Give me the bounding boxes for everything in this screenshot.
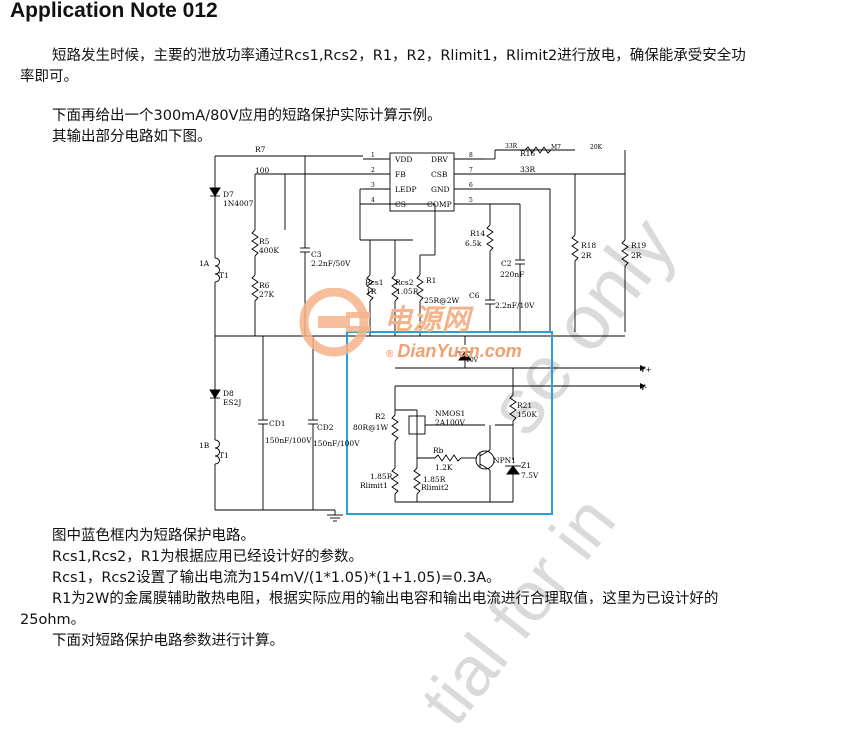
c3-label: C3 [311,250,322,259]
logo-url: DianYuan.com [397,341,522,361]
ic-pin2-label: FB [395,170,406,179]
r18-value: 2R [581,251,592,260]
d8-label: D8 [223,389,234,398]
intro-line-2: 率即可。 [20,69,78,85]
ic-pin6-label: GND [431,185,450,194]
r1-label: R1 [426,276,436,285]
vplus-label: V+ [639,365,652,374]
logo-chinese-text: 电源网 [384,303,472,336]
rlimit1-value: 1.85R [370,472,393,481]
rlimit1-label: Rlimit1 [360,481,388,490]
rcs1-label: Rcs1 [365,278,383,287]
ic-pin5-label: COMP [427,200,452,209]
t1b-label: 1B [199,441,210,450]
r14-value: 6.5k [465,239,482,248]
rlimit2-label: Rlimit2 [421,483,449,492]
protection-box [346,331,553,515]
r14-label: R14 [470,229,485,238]
cd2-label: CD2 [317,423,334,432]
body-line-3: Rcs1，Rcs2设置了输出电流为154mV/(1*1.05)*(1+1.05)… [52,570,501,586]
dianyuan-logo-icon [299,288,370,357]
r21-value: 150K [517,410,537,419]
t1-label: T1 [219,271,229,280]
ic-pin3-label: LEDP [395,185,417,194]
body-line-1: 图中蓝色框内为短路保护电路。 [52,528,255,544]
t1-label-2: T1 [219,451,229,460]
r6-label: R6 [259,281,270,290]
d7-value: 1N4007 [223,199,254,208]
body-line-5: 25ohm。 [20,612,86,628]
body-line-6: 下面对短路保护电路参数进行计算。 [52,633,284,649]
example-line-1: 下面再给出一个300mA/80V应用的短路保护实际计算示例。 [52,108,442,124]
ic-pin1-num: 1 [371,152,375,159]
d7-label: D7 [223,190,234,199]
ic-pin1-label: VDD [394,155,412,164]
vminus-label: V- [639,383,648,392]
r21-label: R21 [517,401,532,410]
c2-value: 220nF [500,270,524,279]
ic-pin7-num: 7 [469,167,473,174]
ic-pin4-label: CS [395,200,406,209]
ic-pin8-num: 8 [469,152,473,159]
m7-label: M7 [551,144,561,151]
r6-value: 27K [259,290,275,299]
z1-value: 7.5V [521,471,539,480]
r19-label: R19 [631,241,646,250]
t1a-label: 1A [199,259,210,268]
circuit-schematic: VDD FB LEDP CS DRV CSB GND COMP 1 2 3 4 … [199,143,652,522]
c3-value: 2.2nF/50V [311,259,351,268]
rlimit2-value: 1.85R [423,475,446,484]
rcs2-value: 1.05R [396,287,419,296]
c6-label: C6 [469,291,480,300]
r16-label: R16 [520,149,535,158]
rcs1-value: 1R [366,287,377,296]
cd2-value: 150nF/100V [313,439,360,448]
nmos-label: NMOS1 [435,409,465,418]
ic-pin6-num: 6 [469,182,473,189]
r33-top: 33R [505,143,518,150]
c2-label: C2 [501,259,512,268]
r5-value: 400K [259,246,279,255]
r2-label: R2 [375,412,386,421]
rb-label: Rb [433,446,444,455]
rb-value: 1.2K [435,463,453,472]
cd1-value: 150nF/100V [265,436,312,445]
r2-value: 80R@1W [353,423,388,432]
k20-label: 20K [590,144,603,151]
r16-value: 33R [520,165,536,174]
logo-url-text: ®DianYuan.com [386,341,522,362]
dz-value: 10V [466,357,479,364]
ic-pin5-num: 5 [469,197,473,204]
r7-value: 100 [255,166,270,175]
cd1-label: CD1 [269,419,286,428]
page-title: Application Note 012 [10,0,218,22]
d8-value: ES2J [223,398,241,407]
ic-body [389,152,455,212]
z1-label: Z1 [521,461,531,470]
example-line-2: 其输出部分电路如下图。 [52,129,212,145]
ic-pin8-label: DRV [431,155,448,164]
body-line-2: Rcs1,Rcs2，R1为根据应用已经设计好的参数。 [52,549,364,565]
r1-value: 25R@2W [424,296,459,305]
r7-label: R7 [255,145,266,154]
r19-value: 2R [631,251,642,260]
logo-registered-mark: ® [386,349,394,360]
ic-pin4-num: 4 [371,197,375,204]
r18-label: R18 [581,241,596,250]
ic-pin2-num: 2 [371,167,375,174]
nmos-value: 2A100V [435,418,466,427]
body-line-4: R1为2W的金属膜辅助散热电阻，根据实际应用的输出电容和输出电流进行合理取值，这… [52,591,719,607]
c6-value: 2.2nF/10V [495,301,535,310]
ic-pin7-label: CSB [431,170,448,179]
rcs2-label: Rcs2 [395,278,414,287]
npn-label: NPN1 [493,456,516,465]
r5-label: R5 [259,237,270,246]
intro-line-1: 短路发生时候，主要的泄放功率通过Rcs1,Rcs2，R1，R2，Rlimit1，… [52,48,746,64]
ic-pin3-num: 3 [371,182,375,189]
